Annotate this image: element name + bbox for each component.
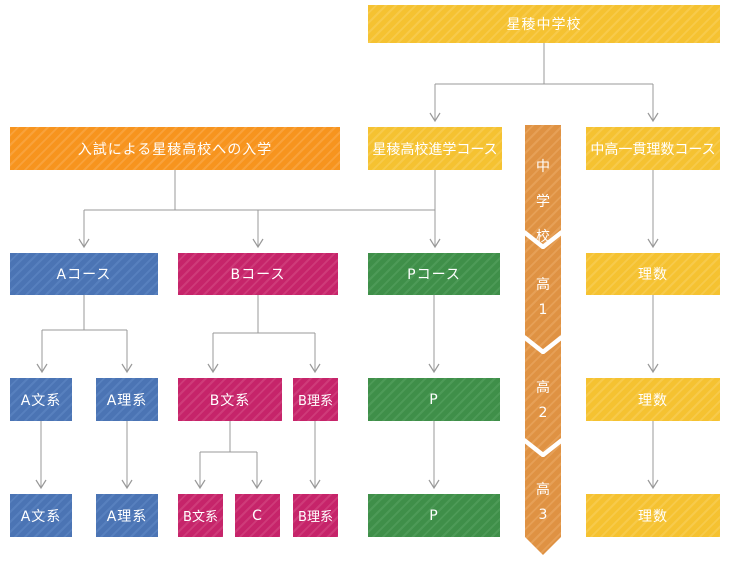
node-a-bunkei-year2: A文系 [10,378,72,421]
node-c-year3: C [235,494,280,537]
node-course-a: Aコース [10,253,158,295]
grade-ribbon: 中学校 高1 高2 高3 [525,125,561,555]
node-b-bunkei-year2: B文系 [178,378,282,421]
node-risu-year3: 理数 [586,494,720,537]
ribbon-label-ko3: 高3 [536,482,550,523]
chevron-divider-icon [525,334,561,354]
node-a-bunkei-year3: A文系 [10,494,72,537]
node-a-rikei-year2: A理系 [96,378,158,421]
node-risu-year1: 理数 [586,253,720,295]
node-b-rikei-year2: B理系 [293,378,338,421]
ribbon-label-ko2: 高2 [536,380,550,421]
node-p-year2: P [368,378,500,421]
node-b-bunkei-year3: B文系 [178,494,223,537]
node-integrated-course: 中高一貫理数コース [586,127,720,170]
ribbon-label-ko1: 高1 [536,277,550,318]
chevron-divider-icon [525,437,561,457]
node-risu-year2: 理数 [586,378,720,421]
node-a-rikei-year3: A理系 [96,494,158,537]
node-course-p: Pコース [368,253,500,295]
node-p-year3: P [368,494,500,537]
node-exam-entry: 入試による星稜高校への入学 [10,127,340,170]
node-junior-high-school: 星稜中学校 [368,5,720,43]
node-shinro-course: 星稜高校進学コース [368,127,502,170]
node-course-b: Bコース [178,253,338,295]
chevron-divider-icon [525,229,561,249]
ribbon-label-chugakko: 中学校 [536,159,550,245]
node-b-rikei-year3: B理系 [293,494,338,537]
